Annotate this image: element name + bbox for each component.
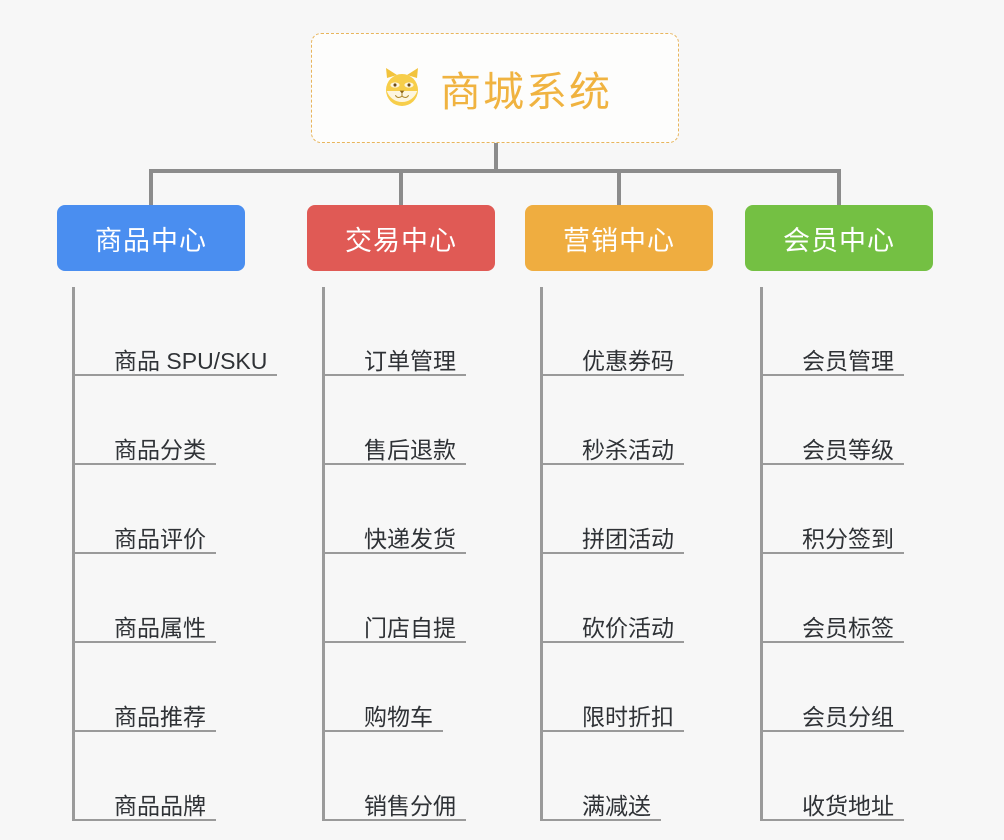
leaf-item[interactable]: 会员分组	[760, 643, 904, 732]
leaf-item[interactable]: 优惠券码	[540, 287, 684, 376]
branch-header-3[interactable]: 营销中心	[525, 205, 713, 271]
branch-header-label: 营销中心	[563, 225, 675, 256]
leaf-underline	[322, 730, 443, 732]
leaf-item-label: 积分签到	[802, 525, 894, 552]
leaf-item-label: 会员管理	[802, 347, 894, 374]
leaf-underline	[540, 374, 684, 376]
leaf-underline	[760, 641, 904, 643]
leaf-spine-connector	[72, 287, 75, 821]
branch-header-1[interactable]: 商品中心	[57, 205, 245, 271]
branch-header-label: 交易中心	[345, 225, 457, 256]
leaf-spine-connector	[322, 287, 325, 821]
leaf-underline	[760, 730, 904, 732]
branch-drop-connector	[837, 169, 841, 205]
leaf-underline	[72, 374, 277, 376]
leaf-item-label: 限时折扣	[582, 703, 674, 730]
leaf-item-label: 订单管理	[364, 347, 456, 374]
leaf-item[interactable]: 会员标签	[760, 554, 904, 643]
leaf-underline	[72, 730, 216, 732]
leaf-item-label: 商品推荐	[114, 703, 206, 730]
leaf-underline	[72, 819, 216, 821]
leaf-item-label: 售后退款	[364, 436, 456, 463]
branch-leaf-group-1: 商品 SPU/SKU 商品分类商品评价商品属性商品推荐商品品牌	[72, 287, 337, 821]
leaf-item[interactable]: 商品评价	[72, 465, 216, 554]
leaf-item[interactable]: 拼团活动	[540, 465, 684, 554]
branch-leaf-group-3: 优惠券码秒杀活动拼团活动砍价活动限时折扣满减送	[540, 287, 757, 821]
leaf-item[interactable]: 会员等级	[760, 376, 904, 465]
branch-header-4[interactable]: 会员中心	[745, 205, 933, 271]
shiba-dog-face-icon	[378, 64, 426, 112]
leaf-spine-connector	[760, 287, 763, 821]
leaf-underline	[322, 552, 466, 554]
leaf-item[interactable]: 收货地址	[760, 732, 904, 821]
leaf-item-label: 收货地址	[802, 792, 894, 819]
leaf-underline	[322, 819, 466, 821]
leaf-underline	[72, 463, 216, 465]
branch-header-2[interactable]: 交易中心	[307, 205, 495, 271]
root-stem-connector	[494, 143, 498, 171]
branch-drop-connector	[399, 169, 403, 205]
branch-header-label: 会员中心	[783, 225, 895, 256]
leaf-item[interactable]: 门店自提	[322, 554, 466, 643]
leaf-underline	[322, 463, 466, 465]
branch-leaf-group-2: 订单管理售后退款快递发货门店自提购物车销售分佣	[322, 287, 539, 821]
leaf-item[interactable]: 砍价活动	[540, 554, 684, 643]
leaf-underline	[322, 641, 466, 643]
leaf-item[interactable]: 快递发货	[322, 465, 466, 554]
leaf-item[interactable]: 商品属性	[72, 554, 216, 643]
leaf-item-label: 销售分佣	[364, 792, 456, 819]
leaf-item[interactable]: 商品 SPU/SKU	[72, 287, 277, 376]
leaf-item-label: 拼团活动	[582, 525, 674, 552]
leaf-item-label: 商品 SPU/SKU	[114, 347, 268, 374]
leaf-underline	[540, 552, 684, 554]
leaf-item-label: 满减送	[582, 792, 651, 819]
leaf-item[interactable]: 限时折扣	[540, 643, 684, 732]
leaf-underline	[760, 552, 904, 554]
leaf-underline	[760, 463, 904, 465]
leaf-underline	[540, 641, 684, 643]
leaf-underline	[760, 374, 904, 376]
leaf-item-label: 购物车	[364, 703, 433, 730]
leaf-item-label: 会员分组	[802, 703, 894, 730]
leaf-item[interactable]: 商品品牌	[72, 732, 216, 821]
branch-drop-connector	[149, 169, 153, 205]
root-title: 商城系统	[440, 69, 612, 115]
leaf-item-label: 商品评价	[114, 525, 206, 552]
branch-header-label: 商品中心	[95, 225, 207, 256]
leaf-underline	[540, 819, 661, 821]
leaf-item[interactable]: 满减送	[540, 732, 661, 821]
leaf-item-label: 会员等级	[802, 436, 894, 463]
leaf-item[interactable]: 售后退款	[322, 376, 466, 465]
leaf-item[interactable]: 商品推荐	[72, 643, 216, 732]
leaf-item-label: 会员标签	[802, 614, 894, 641]
horizontal-bus-connector	[149, 169, 839, 173]
leaf-underline	[72, 641, 216, 643]
branch-drop-connector	[617, 169, 621, 205]
leaf-item-label: 门店自提	[364, 614, 456, 641]
root-node[interactable]: 商城系统	[311, 33, 679, 143]
leaf-item-label: 商品品牌	[114, 792, 206, 819]
leaf-item[interactable]: 订单管理	[322, 287, 466, 376]
leaf-underline	[760, 819, 904, 821]
leaf-item[interactable]: 购物车	[322, 643, 443, 732]
leaf-item-label: 商品属性	[114, 614, 206, 641]
leaf-item[interactable]: 积分签到	[760, 465, 904, 554]
leaf-item-label: 砍价活动	[582, 614, 674, 641]
leaf-item-label: 快递发货	[364, 525, 456, 552]
leaf-underline	[540, 463, 684, 465]
leaf-underline	[322, 374, 466, 376]
leaf-underline	[72, 552, 216, 554]
branch-leaf-group-4: 会员管理会员等级积分签到会员标签会员分组收货地址	[760, 287, 977, 821]
leaf-item-label: 优惠券码	[582, 347, 674, 374]
leaf-item[interactable]: 秒杀活动	[540, 376, 684, 465]
leaf-underline	[540, 730, 684, 732]
leaf-spine-connector	[540, 287, 543, 821]
leaf-item[interactable]: 会员管理	[760, 287, 904, 376]
leaf-item[interactable]: 销售分佣	[322, 732, 466, 821]
leaf-item[interactable]: 商品分类	[72, 376, 216, 465]
leaf-item-label: 商品分类	[114, 436, 206, 463]
leaf-item-label: 秒杀活动	[582, 436, 674, 463]
